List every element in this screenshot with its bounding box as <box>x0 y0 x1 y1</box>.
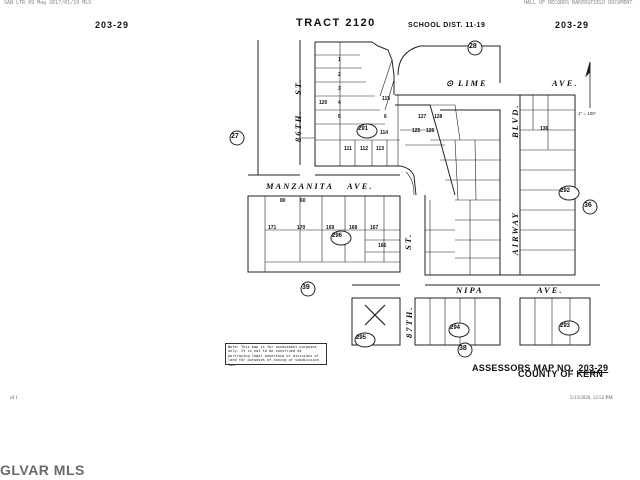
assessment-note: Note: This map is for assessment purpose… <box>225 343 327 367</box>
lot-number: 169 <box>326 225 335 231</box>
assessors-map-title: ASSESSORS MAP NO. 203-29 <box>472 358 608 376</box>
lot-number: 1 <box>338 57 341 63</box>
lot-number: 127 <box>418 114 427 120</box>
parcel-circle-38 <box>457 342 473 358</box>
parcel-circle-296 <box>330 230 352 246</box>
document-caption: HALL OF RECORDS BAKERSFIELD DOCUMENT <box>524 0 633 6</box>
street-lower-st: ST. <box>403 232 413 250</box>
lot-number: 113 <box>376 146 385 152</box>
print-date: 5/13/2026, 12:52 PM <box>570 396 613 401</box>
lot-number: 125 <box>412 128 421 134</box>
street-nipa-ave: AVE. <box>537 285 564 295</box>
tract-title: TRACT 2120 <box>296 17 376 29</box>
lot-number: 5 <box>338 114 341 120</box>
lot-number: 3 <box>338 86 341 92</box>
street-manzanita: MANZANITA <box>266 181 335 191</box>
school-district: SCHOOL DIST. 11-19 <box>408 22 486 29</box>
parcel-label-295: 295 <box>356 335 367 341</box>
lot-number: 111 <box>344 146 352 152</box>
lot-dimension: 120 <box>319 100 328 106</box>
parcel-circle-294 <box>448 322 470 338</box>
parcel-label-293: 293 <box>560 323 571 329</box>
street-airway-blvd: BLVD. <box>510 103 520 138</box>
parcel-label-294: 294 <box>450 325 461 331</box>
county-label: COUNTY OF KERN <box>518 369 604 379</box>
street-lime-prefix: ⊙ <box>446 78 456 88</box>
assessors-map-number: 203-29 <box>578 363 609 373</box>
mls-watermark: GLVAR MLS <box>0 462 85 478</box>
parcel-label-296: 296 <box>332 233 343 239</box>
parcel-label-291: 291 <box>358 126 369 132</box>
street-86th: 86TH. <box>293 109 303 142</box>
page-count: of 1 <box>10 396 18 401</box>
lot-number: 112 <box>360 146 369 152</box>
parcel-circle-293 <box>558 320 580 336</box>
parcel-label-292: 292 <box>560 188 571 194</box>
lot-number: 166 <box>378 243 387 249</box>
parcel-circle-295 <box>354 332 376 348</box>
lot-number: 128 <box>434 114 443 120</box>
north-arrow-icon <box>585 61 591 108</box>
assessment-note-text: Note: This map is for assessment purpose… <box>228 345 319 367</box>
parcel-circle-36 <box>582 199 598 215</box>
lot-number: 4 <box>338 100 341 106</box>
street-manzanita-ave: AVE. <box>347 181 374 191</box>
map-scale: 1" = 100' <box>578 111 596 116</box>
lot-number: 168 <box>349 225 358 231</box>
parcel-label-38: 38 <box>459 345 467 352</box>
parcel-label-28: 28 <box>469 43 477 50</box>
street-lime: LIME <box>458 78 488 88</box>
lot-number: 167 <box>370 225 379 231</box>
lot-number: 171 <box>268 225 277 231</box>
street-lime-ave: AVE. <box>552 78 579 88</box>
parcel-circle-292 <box>558 185 580 201</box>
parcel-circle-28 <box>467 40 483 56</box>
source-caption: SAN LTR 09 Mag 2017/01/19 MLS <box>4 0 92 6</box>
lot-number: 126 <box>426 128 435 134</box>
lot-number: 136 <box>540 126 549 132</box>
street-87th: 87TH. <box>404 305 414 338</box>
assessors-map-prefix: ASSESSORS MAP NO. <box>472 363 574 373</box>
block-edge <box>248 40 259 176</box>
parcel-circle-39 <box>300 281 316 297</box>
lot-number: 6 <box>384 114 387 120</box>
map-number-right: 203-29 <box>555 20 590 30</box>
lot-dimension: 60 <box>300 198 306 204</box>
parcel-label-36: 36 <box>584 202 592 209</box>
lot-number: 170 <box>297 225 306 231</box>
parcel-label-39: 39 <box>302 284 310 291</box>
parcel-label-27: 27 <box>231 133 239 140</box>
street-airway: AIRWAY <box>510 211 520 255</box>
parcel-circle-291 <box>356 123 378 139</box>
lot-number: 114 <box>380 130 389 136</box>
street-nipa: NIPA <box>456 285 484 295</box>
map-number-left: 203-29 <box>95 20 130 30</box>
parcel-circle-27 <box>229 130 245 146</box>
lot-dimension: 80 <box>280 198 286 204</box>
street-86th-st: ST. <box>293 77 303 95</box>
lot-number: 115 <box>382 96 391 102</box>
lot-number: 2 <box>338 72 341 78</box>
